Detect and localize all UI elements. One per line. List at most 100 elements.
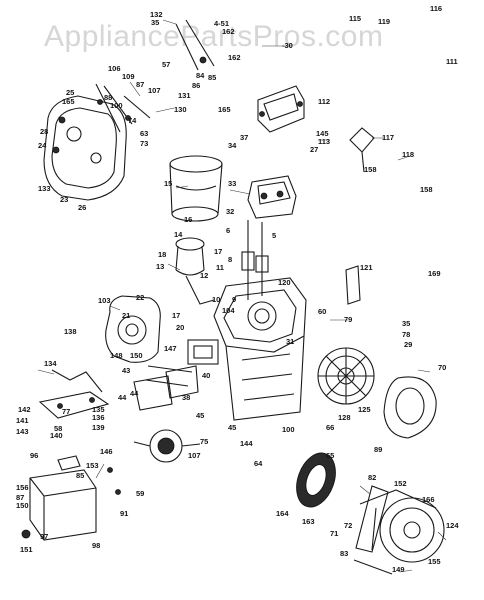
callout: 158 (420, 185, 433, 194)
callout: 40 (202, 371, 210, 380)
callout: 33 (228, 179, 236, 188)
callout: 151 (20, 545, 33, 554)
callout: 34 (228, 141, 237, 150)
callout: 85 (76, 471, 84, 480)
callout: 58 (54, 424, 62, 433)
side-cover-housing (105, 295, 161, 363)
callout: 87 (136, 80, 144, 89)
callout: 109 (122, 72, 135, 81)
callout: 44 (118, 393, 127, 402)
callout: 21 (122, 311, 130, 320)
valve-springs (241, 220, 269, 300)
callout: 10 (212, 295, 220, 304)
callout: 150 (130, 351, 143, 360)
callout: 100 (282, 425, 295, 434)
callout: 83 (340, 549, 348, 558)
callout: 97 (40, 532, 48, 541)
callout: 31 (286, 337, 294, 346)
callout: 149 (392, 565, 405, 574)
callout: 107 (188, 451, 201, 460)
callout: 43 (122, 366, 130, 375)
callout: 29 (404, 340, 412, 349)
callout: 37 (240, 133, 248, 142)
callout: 115 (349, 14, 361, 23)
callout: 17 (172, 311, 180, 320)
mounting-bolts (21, 467, 121, 539)
callout: 162 (222, 27, 235, 36)
callout: 166 (422, 495, 435, 504)
callout: 125 (358, 405, 371, 414)
callout: 71 (330, 529, 338, 538)
callout: 135 (92, 405, 105, 414)
cylinder-head-shroud (257, 85, 305, 133)
callout: 104 (222, 306, 235, 315)
callout: 73 (140, 139, 148, 148)
callout: 163 (302, 517, 315, 526)
callout: 9 (232, 295, 236, 304)
callout: 35 (151, 18, 159, 27)
callout: 75 (200, 437, 208, 446)
callout: 25 (66, 88, 74, 97)
callout: 13 (156, 262, 164, 271)
callout: 87 (16, 493, 24, 502)
callout: 74 (128, 116, 137, 125)
callout: 100 (110, 101, 123, 110)
drive-pulley (296, 452, 336, 508)
callout: 133 (38, 184, 51, 193)
callout: 18 (158, 250, 166, 259)
callout: 86 (192, 81, 200, 90)
callout: 17 (214, 247, 222, 256)
engine-crankcase (213, 277, 307, 421)
callout: 8 (228, 255, 232, 264)
callout: 84 (196, 71, 205, 80)
callout: 16 (184, 215, 192, 224)
callout: 144 (240, 439, 253, 448)
callout: 138 (64, 327, 77, 336)
callout: 79 (344, 315, 352, 324)
callout: 121 (360, 263, 373, 272)
callout: 65 (326, 451, 334, 460)
callout: 15 (164, 179, 172, 188)
shroud-bracket (345, 265, 361, 305)
callout: 165 (62, 97, 75, 106)
throttle-linkage (95, 83, 151, 133)
fuel-pump (133, 429, 201, 463)
callout: 148 (110, 351, 123, 360)
callout: 64 (254, 459, 263, 468)
callout: 142 (18, 405, 31, 414)
callout: 38 (182, 393, 190, 402)
callout: 72 (344, 521, 352, 530)
piston-connecting-rod (175, 237, 215, 305)
callout: 132 (150, 10, 163, 19)
callout: 158 (364, 165, 377, 174)
callout: 85 (208, 73, 216, 82)
control-rods (175, 19, 215, 71)
callout: 32 (226, 207, 234, 216)
callout: 165 (218, 105, 231, 114)
callout: 89 (374, 445, 382, 454)
callout: 141 (16, 416, 29, 425)
callout: 45 (196, 411, 204, 420)
callout: 28 (40, 127, 48, 136)
callout: 59 (136, 489, 144, 498)
callout: 124 (446, 521, 459, 530)
callout: 70 (438, 363, 446, 372)
recoil-starter (353, 489, 445, 575)
callout: 146 (100, 447, 113, 456)
carburetor (145, 339, 219, 387)
callout: 5 (272, 231, 276, 240)
callout: 111 (446, 57, 458, 66)
callout: 153 (86, 461, 99, 470)
callout-labels: 132 35 4-51 162 -30 115 119 116 57 162 1… (16, 4, 459, 574)
callout: 44 (130, 389, 139, 398)
callout: 169 (428, 269, 441, 278)
callout: 130 (174, 105, 187, 114)
callout: 128 (338, 413, 351, 422)
callout: 23 (60, 195, 68, 204)
callout: 11 (216, 263, 224, 272)
callout: 152 (394, 479, 407, 488)
callout: 147 (164, 344, 177, 353)
callout: 20 (176, 323, 184, 332)
muffler-box (29, 455, 97, 541)
gasket-plates (133, 365, 199, 411)
